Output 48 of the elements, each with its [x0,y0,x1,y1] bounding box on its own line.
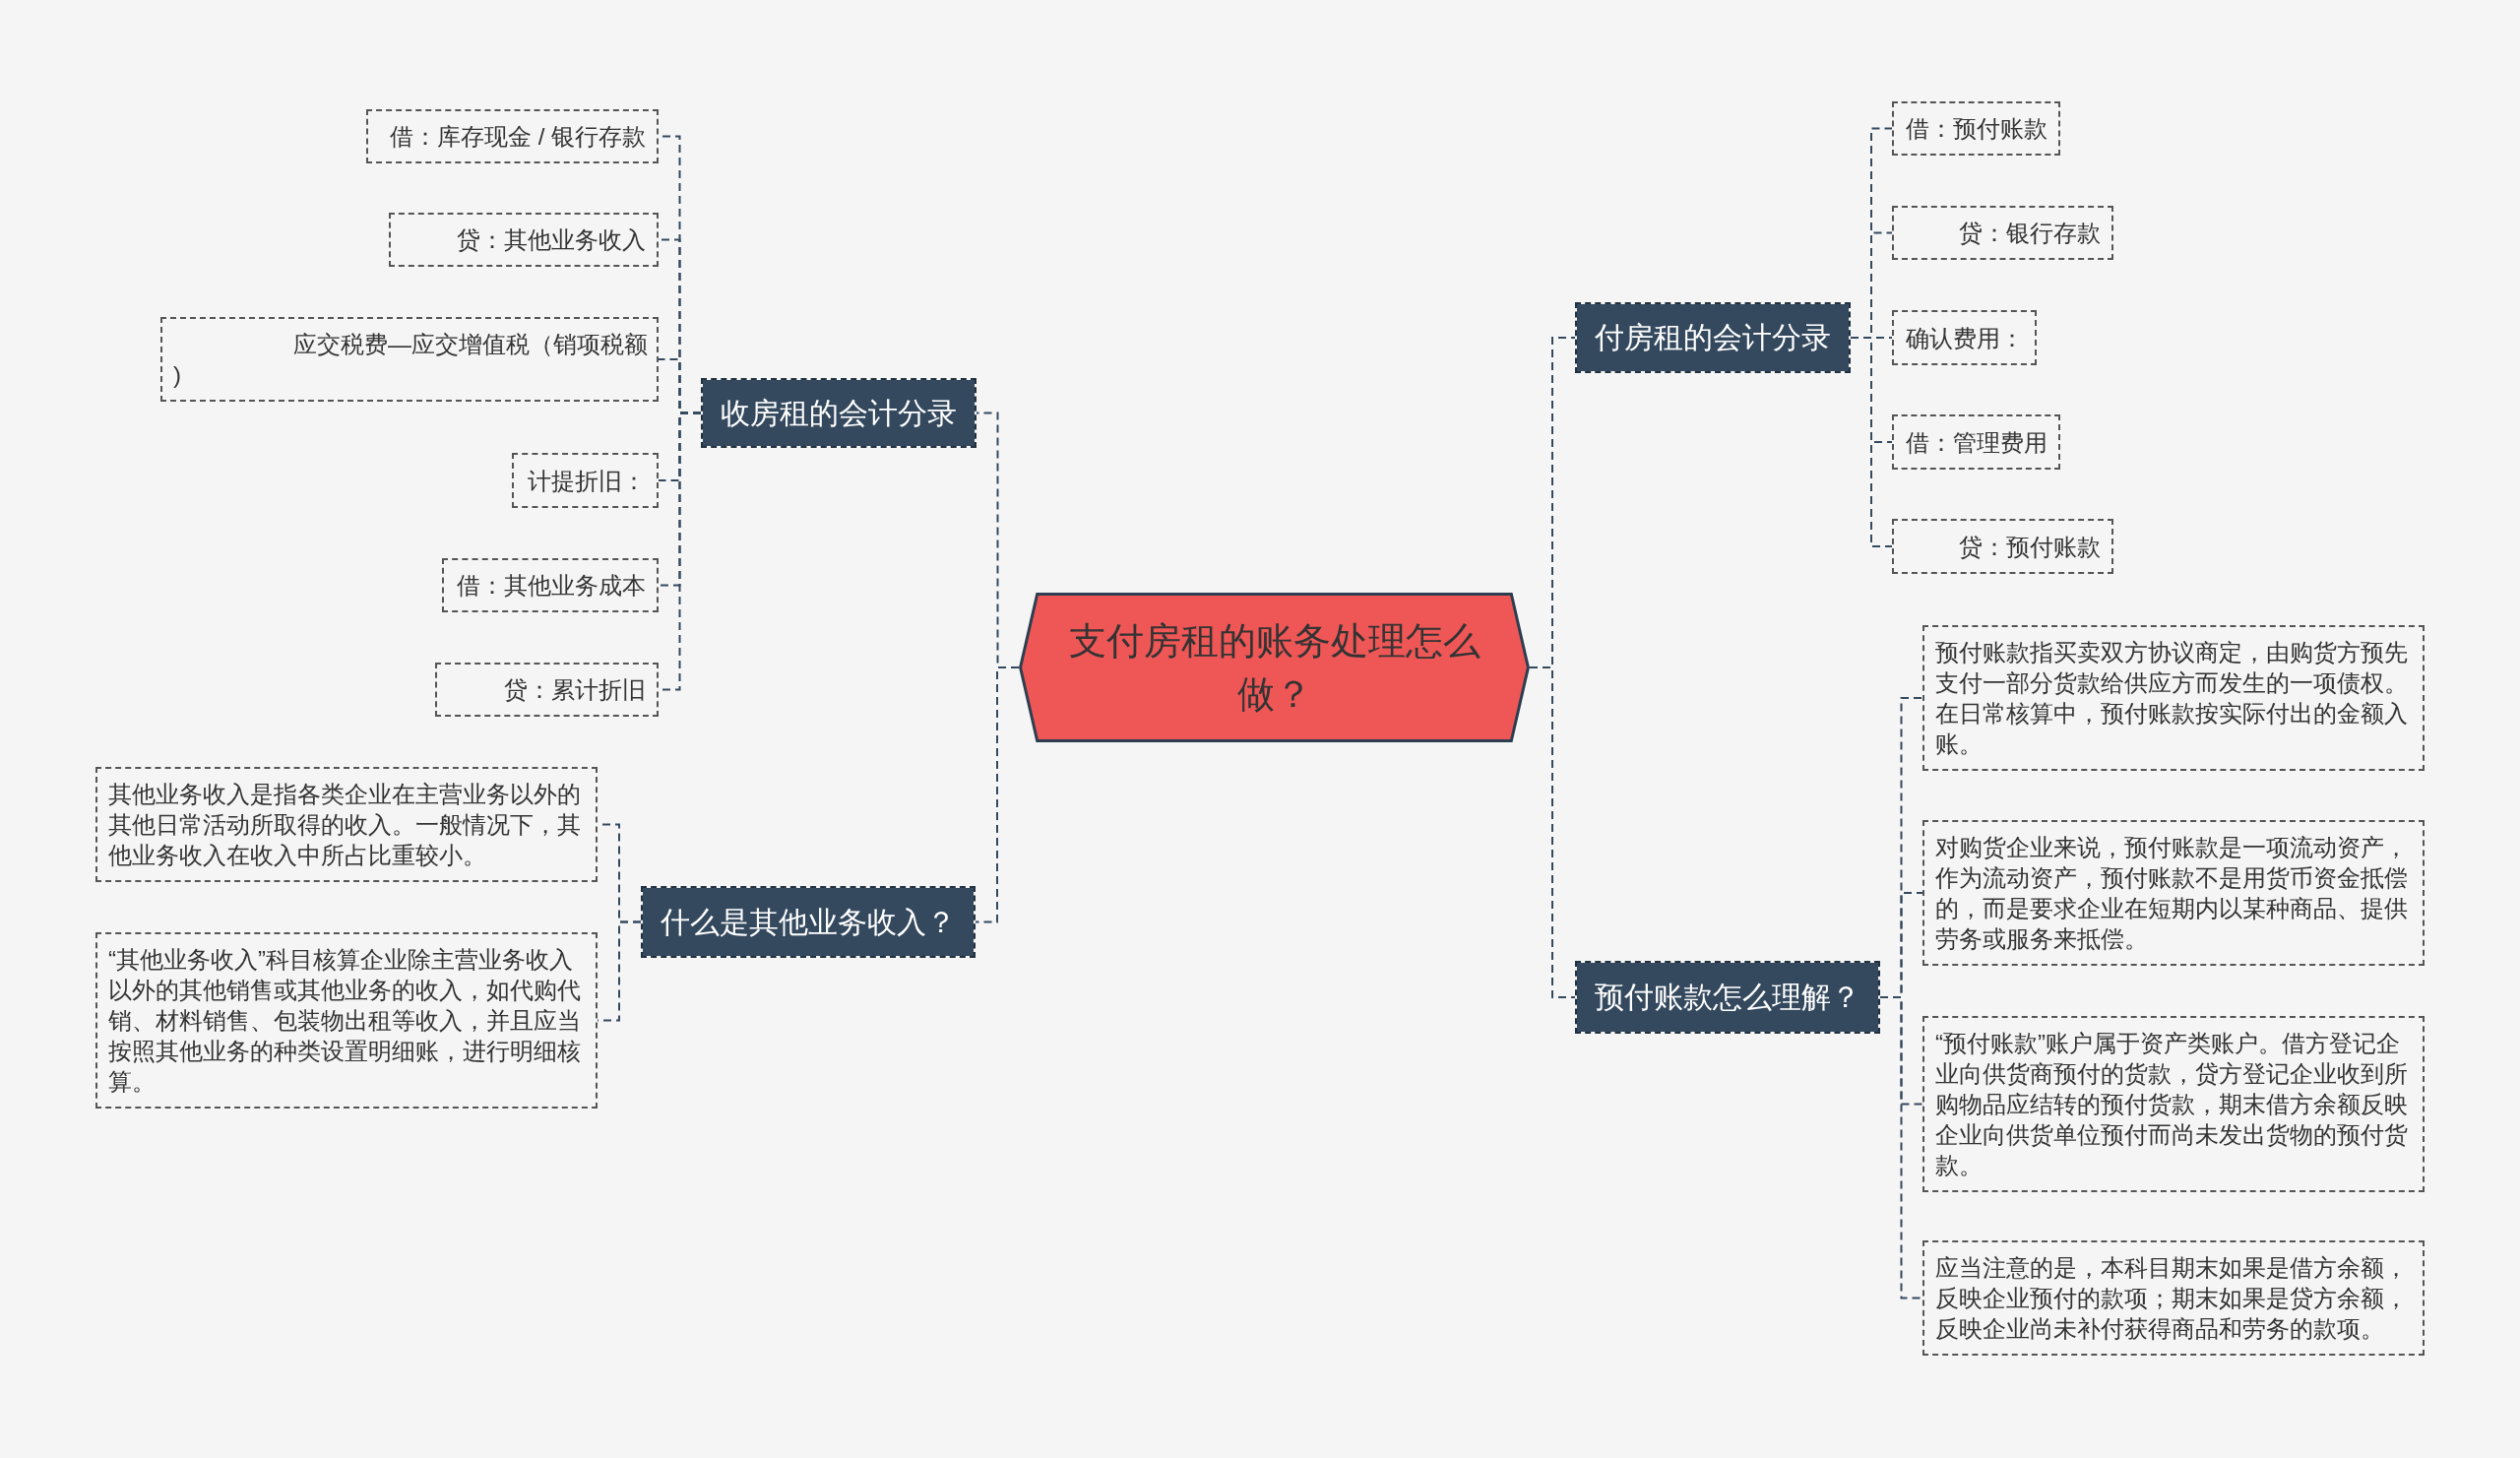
entry-text: 贷：银行存款 [1959,219,2101,248]
entry-box [442,558,659,612]
note-text: 预付账款指买卖双方协议商定，由购货方预先支付一部分货款给供应方而发生的一项债权。在日常核算中，预付账款按实际付出的金额入账。 [1935,638,2409,759]
note-text: “其他业务收入”科目核算企业除主营业务收入以外的其他销售或其他业务的收入，如代购代销、材料销售、包装物出租等收入，并且应当按照其他业务的种类设置明细账，进行明细核算。 [108,945,582,1097]
note-box [1922,1016,2425,1192]
note-box [1922,1240,2425,1356]
note-text: 其他业务收入是指各类企业在主营业务以外的其他日常活动所取得的收入。一般情况下，其他业务收入在收入中所占比重较小。 [108,780,582,870]
entry-text: 借：库存现金 / 银行存款 [390,122,646,152]
connector-line [1850,337,1893,547]
hexagon-node [1019,593,1530,742]
entry-text: 借：其他业务成本 [457,571,646,601]
topic-box [641,886,976,958]
note-box [1922,820,2425,966]
topic-label: 预付账款怎么理解？ [1595,980,1860,1015]
entry-box [1892,310,2037,365]
connector-line [597,920,642,1022]
entry-box [1892,414,2060,470]
entry-text: 应交税费—应交增值税（销项税额) [173,330,648,390]
entry-box [366,109,659,163]
entry-box [1892,101,2060,156]
entry-text: 计提折旧： [528,466,646,496]
topic-title: 支付房租的账务处理怎么做？ [1067,619,1481,717]
entry-text: 借：预付账款 [1906,114,2048,144]
note-box [95,767,598,882]
entry-text: 确认费用： [1906,323,2024,353]
entry-text: 贷：其他业务收入 [457,225,646,255]
entry-box [435,663,659,717]
entry-text: 借：管理费用 [1906,427,2048,458]
note-text: 对购货企业来说，预付账款是一项流动资产，作为流动资产，预付账款不是用货币资金抵偿的，而是要求企业在短期内以某种商品、提供劳务或服务来抵偿。 [1935,833,2409,954]
entry-text: 贷：预付账款 [1959,532,2101,562]
connector-line [975,666,1020,923]
entry-box [512,453,659,508]
topic-box [1575,302,1851,373]
entry-text: 贷：累计折旧 [504,675,646,705]
entry-box [1892,519,2113,574]
topic-label: 付房租的会计分录 [1595,320,1831,355]
topic-label: 什么是其他业务收入？ [661,904,956,940]
topic-box [1575,961,1880,1034]
entry-box [389,213,659,267]
note-text: 应当注意的是，本科目期末如果是借方余额，反映企业预付的款项；期末如果是贷方余额，反映企业尚未补付获得商品和劳务的款项。 [1935,1253,2409,1344]
connector-line [1879,996,1923,1300]
note-box [1922,625,2425,771]
topic-box [701,378,976,448]
note-box [95,932,598,1109]
note-text: “预付账款”账户属于资产类账户。借方登记企业向供货商预付的货款，贷方登记企业收到所购物品应结转的预付货款，期末借方余额反映企业向供货单位预付而尚未发出货物的预付货款。 [1935,1029,2409,1180]
topic-label: 收房租的会计分录 [721,395,957,431]
entry-box [1892,206,2113,260]
entry-box [160,317,659,402]
